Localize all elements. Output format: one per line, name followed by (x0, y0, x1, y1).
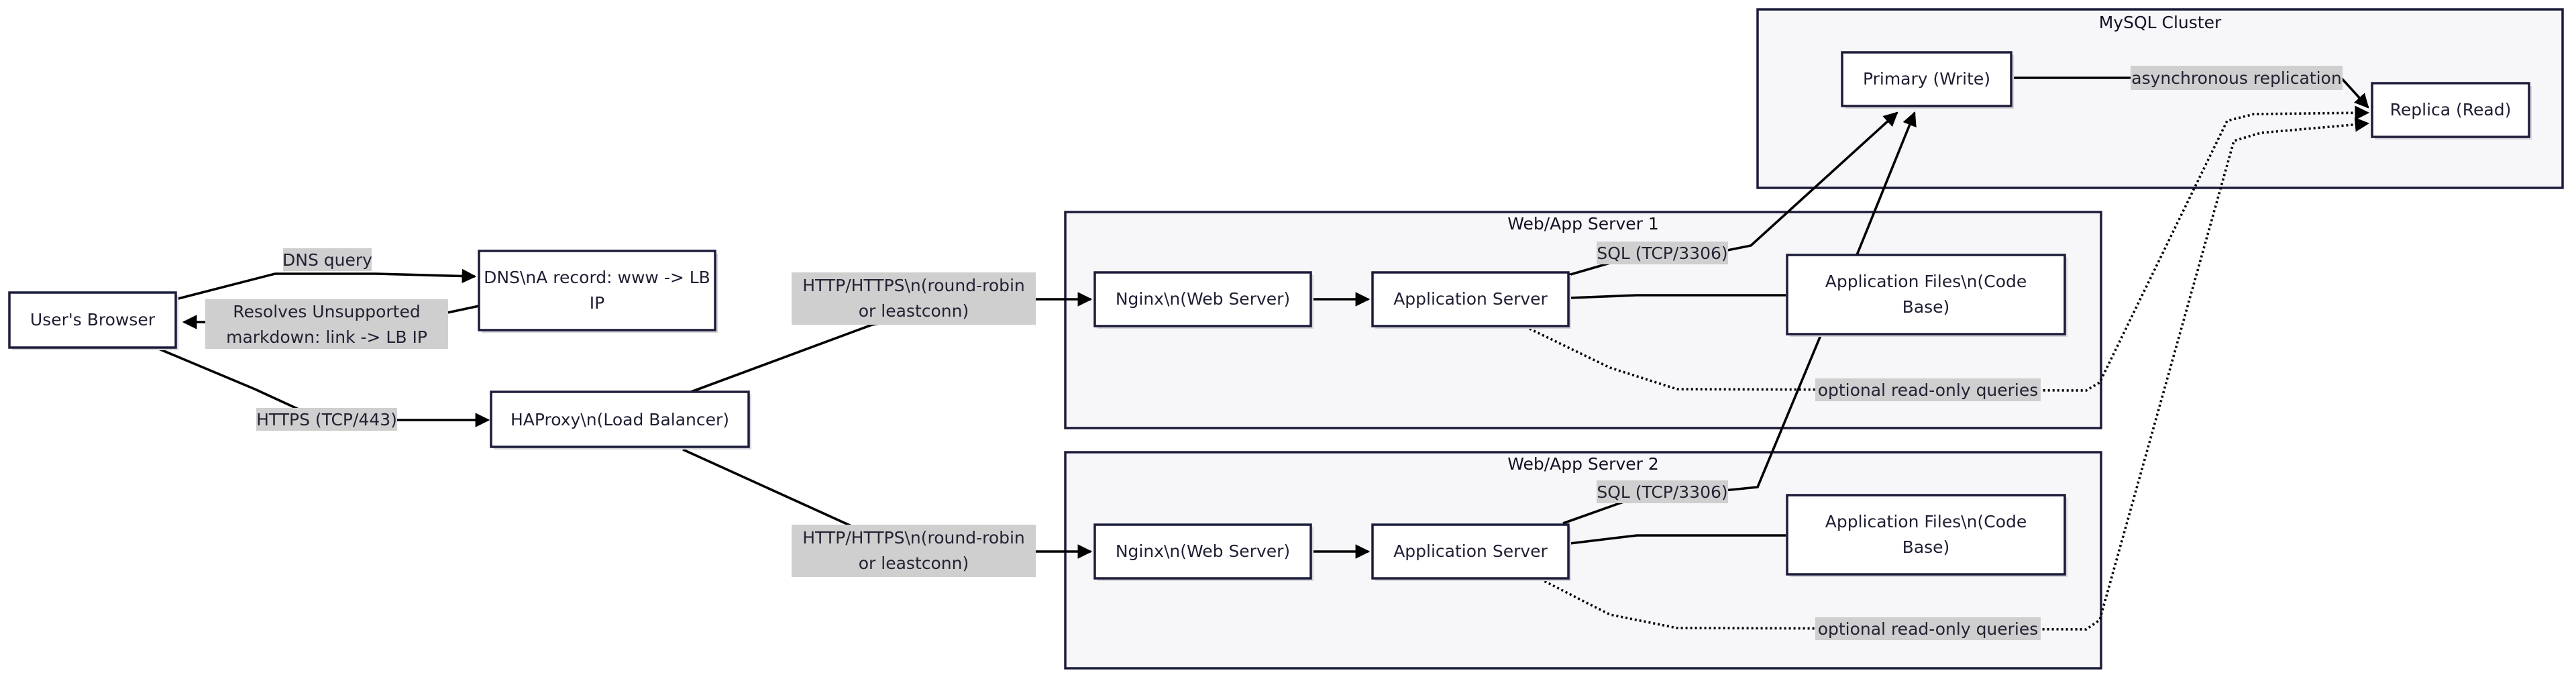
edge-browser-dns (175, 268, 477, 301)
edge-label-sql-1: SQL (TCP/3306) (1597, 242, 1728, 264)
svg-text:asynchronous replication: asynchronous replication (2131, 68, 2341, 88)
edge-label-dns-resolves: Resolves Unsupported markdown: link -> L… (205, 299, 448, 349)
edge-app1-replica-readonly (1529, 105, 2370, 392)
node-users-browser: User's Browser (8, 291, 178, 350)
edge-label-lb-web2-line1: HTTP/HTTPS\n(round-robin (802, 528, 1025, 547)
mysql-cluster-title: MySQL Cluster (2099, 13, 2222, 32)
edge-files1-primary (1856, 111, 1917, 256)
node-haproxy: HAProxy\n(Load Balancer) (490, 390, 751, 450)
edge-app2-replica-readonly (1536, 117, 2370, 631)
node-users-browser-label: User's Browser (30, 310, 156, 329)
edge-app1-files1 (1569, 294, 1786, 299)
node-replica-read-label: Replica (Read) (2390, 100, 2512, 119)
node-application-server-2-label: Application Server (1393, 541, 1548, 561)
edge-browser-haproxy (155, 346, 490, 427)
node-dns-label-line2: IP (590, 293, 604, 313)
edge-label-async-replication: asynchronous replication (2131, 66, 2343, 90)
node-nginx-1: Nginx\n(Web Server) (1093, 271, 1313, 329)
node-haproxy-label: HAProxy\n(Load Balancer) (511, 410, 729, 429)
edge-label-lb-web1-line2: or leastconn) (859, 301, 969, 321)
edge-label-lb-web1: HTTP/HTTPS\n(round-robin or leastconn) (792, 272, 1036, 325)
svg-text:optional read-only queries: optional read-only queries (1818, 380, 2039, 400)
node-application-server-1-label: Application Server (1393, 289, 1548, 309)
node-nginx-2-label: Nginx\n(Web Server) (1116, 541, 1290, 561)
edge-label-https: HTTPS (TCP/443) (256, 408, 397, 431)
svg-text:optional read-only queries: optional read-only queries (1818, 619, 2039, 639)
edge-label-dns-resolves-line1: Resolves Unsupported (233, 302, 420, 321)
edge-app2-files2 (1569, 534, 1786, 545)
node-application-files-1-line1: Application Files\n(Code (1825, 272, 2027, 291)
node-dns-label-line1: DNS\nA record: www -> LB (484, 268, 710, 287)
node-nginx-1-label: Nginx\n(Web Server) (1116, 289, 1290, 309)
edge-label-dns-query: DNS query (282, 248, 372, 271)
edge-label-lb-web2-line2: or leastconn) (859, 554, 969, 573)
node-application-files-2-line2: Base) (1902, 537, 1950, 557)
node-primary-write-label: Primary (Write) (1863, 69, 1990, 89)
node-application-server-2: Application Server (1371, 523, 1571, 581)
edge-label-dns-resolves-line2: markdown: link -> LB IP (226, 327, 427, 347)
svg-text:HTTPS (TCP/443): HTTPS (TCP/443) (256, 410, 397, 429)
edge-label-sql-2: SQL (TCP/3306) (1597, 480, 1728, 503)
edge-label-readonly-2: optional read-only queries (1815, 617, 2041, 640)
node-dns: DNS\nA record: www -> LB IP (478, 250, 718, 333)
web-app-server-2-title: Web/App Server 2 (1507, 454, 1659, 474)
node-primary-write: Primary (Write) (1841, 51, 2014, 109)
svg-text:SQL (TCP/3306): SQL (TCP/3306) (1597, 244, 1727, 263)
node-application-files-2-line1: Application Files\n(Code (1825, 512, 2027, 531)
web-app-server-1-title: Web/App Server 1 (1507, 214, 1659, 233)
svg-text:DNS query: DNS query (282, 250, 372, 270)
edge-label-lb-web2: HTTP/HTTPS\n(round-robin or leastconn) (792, 525, 1036, 577)
edge-label-lb-web1-line1: HTTP/HTTPS\n(round-robin (802, 276, 1025, 295)
svg-text:SQL (TCP/3306): SQL (TCP/3306) (1597, 482, 1727, 502)
node-application-files-1-line2: Base) (1902, 297, 1950, 317)
node-application-files-2: Application Files\n(Code Base) (1786, 494, 2068, 577)
node-replica-read: Replica (Read) (2371, 82, 2532, 140)
edge-label-readonly-1: optional read-only queries (1815, 378, 2041, 401)
node-application-server-1: Application Server (1371, 271, 1571, 329)
node-nginx-2: Nginx\n(Web Server) (1093, 523, 1313, 581)
node-application-files-1: Application Files\n(Code Base) (1786, 254, 2068, 337)
